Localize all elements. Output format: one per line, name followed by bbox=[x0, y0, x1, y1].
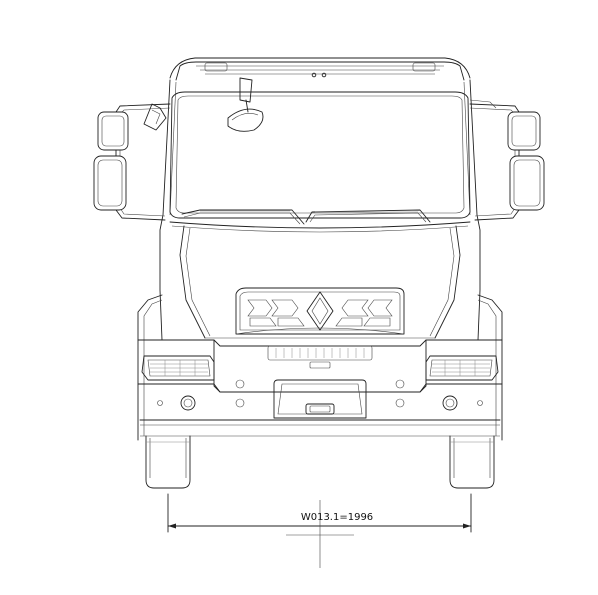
left-front-tire bbox=[145, 435, 191, 489]
cab-body bbox=[159, 79, 481, 341]
front-panel bbox=[179, 225, 461, 339]
fenders bbox=[137, 294, 503, 441]
right-mirror-assembly bbox=[469, 99, 545, 221]
brand-logo-icon bbox=[306, 291, 334, 331]
left-mirror-assembly bbox=[93, 103, 171, 221]
bumper-bolts bbox=[157, 379, 483, 408]
front-view-mirror bbox=[227, 77, 264, 132]
wipers bbox=[181, 209, 431, 225]
cab-roof bbox=[169, 57, 471, 81]
left-headlight bbox=[141, 355, 215, 381]
dimension-arrow-right-icon bbox=[463, 523, 471, 529]
right-front-tire bbox=[449, 435, 495, 489]
tow-hook bbox=[305, 403, 335, 415]
fog-lights bbox=[180, 395, 458, 411]
dimension-arrow-left-icon bbox=[168, 523, 176, 529]
front-grille bbox=[235, 287, 405, 335]
right-headlight bbox=[425, 355, 499, 381]
dimension-label: W013.1=1996 bbox=[301, 512, 373, 523]
front-bumper bbox=[137, 339, 503, 437]
track-width-dimension: W013.1=1996 bbox=[167, 493, 472, 568]
